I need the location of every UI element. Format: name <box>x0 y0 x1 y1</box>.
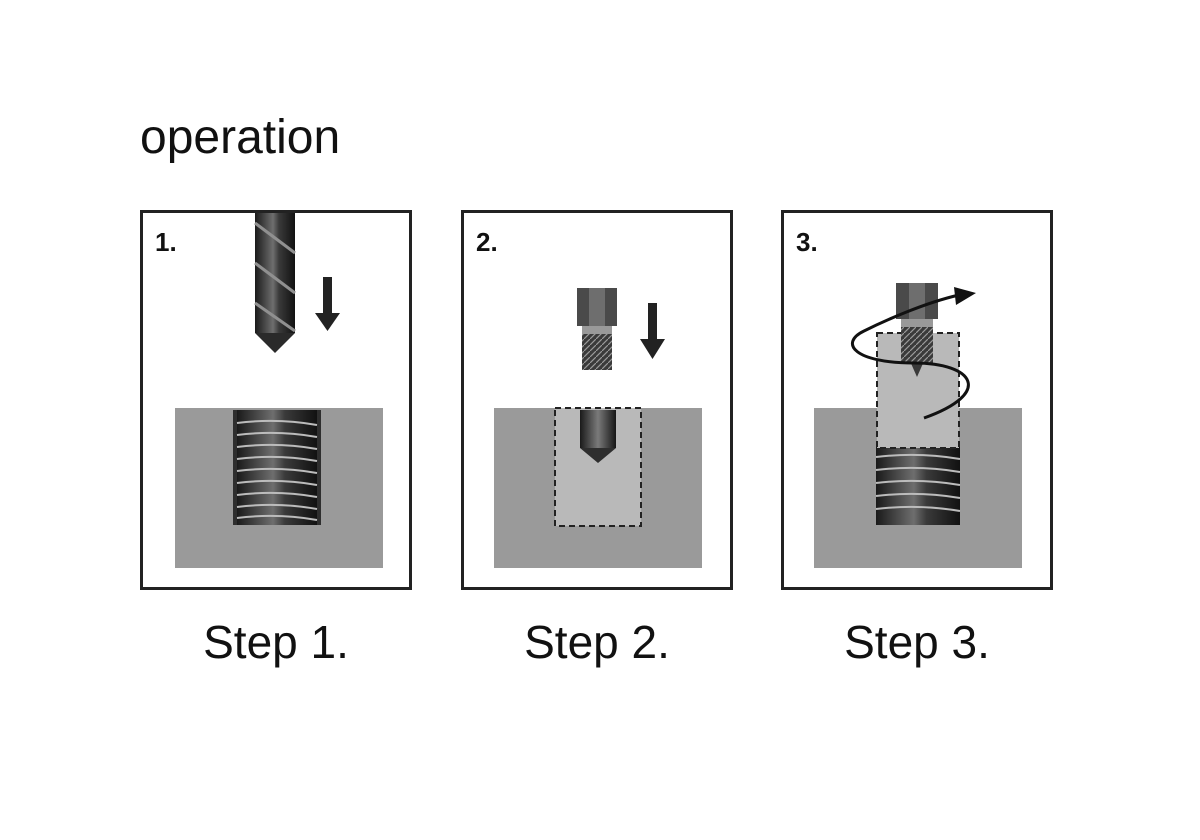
step-2-panel: 2. <box>461 210 733 590</box>
step-3-illustration <box>814 283 1022 568</box>
drill-bit-icon <box>254 213 296 353</box>
step-2-illustration <box>494 288 702 568</box>
screw-extractor-icon <box>577 288 617 370</box>
threaded-hole <box>875 445 961 525</box>
rotation-arrowhead <box>954 287 976 305</box>
down-arrow-icon <box>640 303 665 359</box>
step-1-caption: Step 1. <box>203 616 349 668</box>
step-3-panel: 3. <box>781 210 1053 590</box>
step-number: 1. <box>155 227 177 257</box>
step-3-caption: Step 3. <box>844 616 990 668</box>
threaded-hole <box>233 410 321 525</box>
page-title: operation <box>140 111 341 164</box>
step-number: 3. <box>796 227 818 257</box>
step-1-illustration <box>175 213 383 568</box>
step-2-caption: Step 2. <box>524 616 670 668</box>
step-number: 2. <box>476 227 498 257</box>
rotation-arrow-icon <box>851 293 970 420</box>
screw-extractor-icon <box>896 283 938 363</box>
down-arrow-icon <box>315 277 340 331</box>
step-1-panel: 1. <box>140 210 412 590</box>
